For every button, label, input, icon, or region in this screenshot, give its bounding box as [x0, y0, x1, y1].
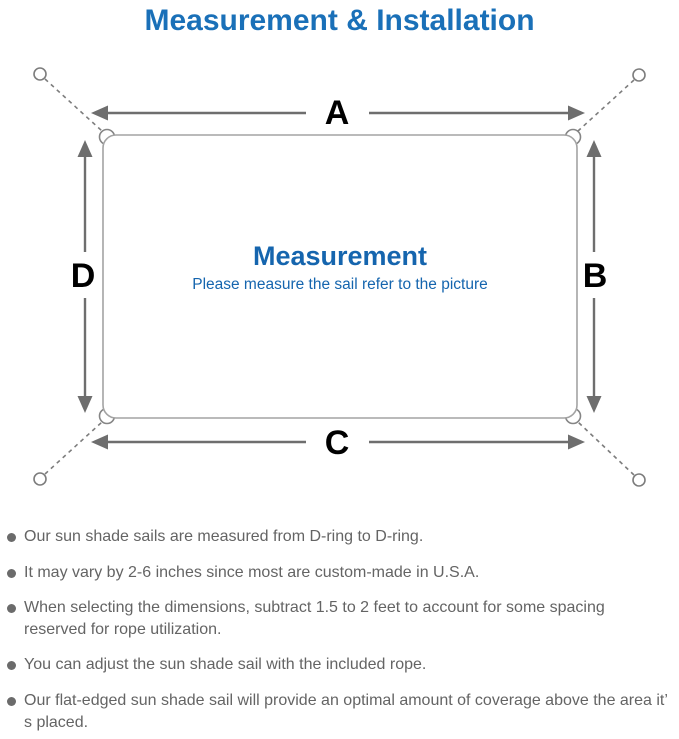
- list-item: When selecting the dimensions, subtract …: [4, 597, 669, 640]
- arrow-b-head-bottom-icon: [586, 396, 602, 413]
- note-text: It may vary by 2-6 inches since most are…: [24, 563, 480, 581]
- bullet-dot-icon: [7, 696, 16, 706]
- anchor-points: [33, 67, 646, 487]
- arrow-d-head-top-icon: [77, 140, 93, 157]
- note-text: Our flat-edged sun shade sail will provi…: [24, 691, 668, 731]
- arrow-d-head-bottom-icon: [77, 396, 93, 413]
- dimension-label-b: B: [583, 257, 608, 295]
- installation-notes-list: Our sun shade sails are measured from D-…: [0, 516, 679, 733]
- anchor-point-icon-top-right: [632, 68, 646, 82]
- shade-sail-outline: [102, 134, 578, 419]
- dimension-label-c: C: [325, 424, 350, 462]
- dimension-arrow-c: [91, 434, 585, 450]
- list-item: Our flat-edged sun shade sail will provi…: [4, 690, 669, 733]
- note-text: When selecting the dimensions, subtract …: [24, 599, 605, 638]
- arrow-c-head-left-icon: [91, 434, 108, 450]
- dimension-label-a: A: [325, 94, 350, 132]
- list-item: Our sun shade sails are measured from D-…: [4, 526, 669, 548]
- anchor-point-icon-bottom-right: [632, 473, 646, 487]
- bullet-dot-icon: [7, 533, 16, 542]
- rope-lines: [44, 78, 635, 476]
- dimension-label-d: D: [71, 257, 96, 295]
- bullet-dot-icon: [7, 661, 16, 671]
- note-text: Our sun shade sails are measured from D-…: [24, 528, 424, 545]
- bullet-dot-icon: [7, 568, 16, 578]
- arrow-a-head-left-icon: [91, 105, 108, 121]
- sail-measurement-diagram: A C D B Measurement Please measure the s…: [33, 67, 646, 487]
- rope-line-top-left: [44, 78, 103, 132]
- center-subheading: Please measure the sail refer to the pic…: [192, 276, 488, 293]
- list-item: You can adjust the sun shade sail with t…: [4, 654, 669, 676]
- list-item: It may vary by 2-6 inches since most are…: [4, 562, 669, 584]
- bullet-dot-icon: [7, 604, 16, 614]
- rope-line-bottom-right: [577, 421, 635, 476]
- arrow-a-head-right-icon: [568, 105, 585, 121]
- center-heading: Measurement: [253, 241, 427, 271]
- page-title: Measurement & Installation: [144, 4, 535, 37]
- dimension-arrow-b: [586, 140, 602, 413]
- dimension-arrow-a: [91, 105, 585, 121]
- rope-line-bottom-left: [44, 421, 103, 475]
- dimension-arrow-d: [77, 140, 93, 413]
- anchor-point-icon-top-left: [33, 67, 47, 81]
- note-text: You can adjust the sun shade sail with t…: [24, 656, 427, 674]
- rope-line-top-right: [577, 79, 635, 132]
- arrow-c-head-right-icon: [568, 434, 585, 450]
- anchor-point-icon-bottom-left: [33, 472, 47, 486]
- arrow-b-head-top-icon: [586, 140, 602, 157]
